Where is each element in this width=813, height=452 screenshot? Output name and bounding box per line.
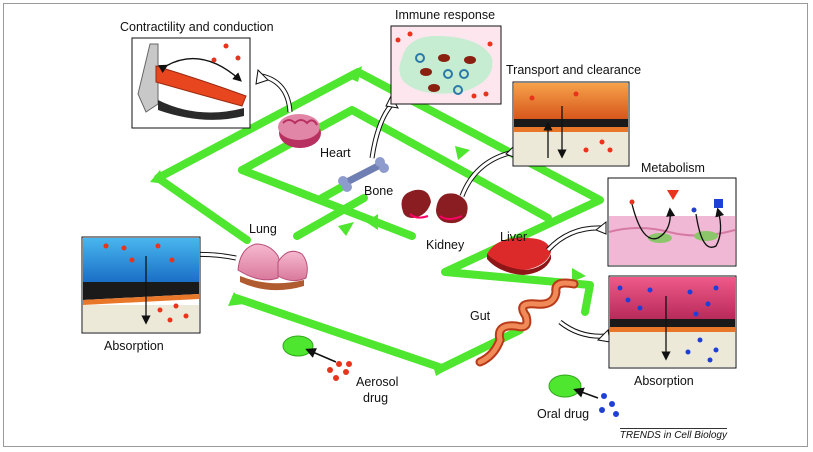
channel-outer-loop — [154, 68, 604, 316]
label-lung: Lung — [249, 222, 277, 236]
microfluidic-channels — [154, 68, 604, 372]
inset-gut-absorption — [608, 275, 737, 369]
figure-border — [3, 3, 808, 447]
channel-middle-cross — [238, 166, 416, 240]
label-metabolism: Metabolism — [641, 161, 705, 175]
flow-arrow-7 — [228, 292, 244, 306]
channel-left-link — [154, 174, 251, 244]
channel-lung-to-bone — [293, 194, 368, 240]
channel-bone-link — [318, 184, 344, 202]
inset-transport — [512, 81, 630, 167]
label-absorption-lung: Absorption — [104, 339, 164, 353]
lung-organ — [237, 243, 308, 291]
label-contractility: Contractility and conduction — [120, 20, 274, 34]
label-immune-response: Immune response — [395, 8, 495, 22]
aerosol-drug-particles — [327, 361, 352, 381]
gut-organ — [475, 278, 579, 367]
label-liver: Liver — [500, 230, 527, 244]
channel-inner-loop — [238, 106, 552, 222]
heart-organ — [278, 114, 321, 148]
inset-lung-absorption — [81, 236, 201, 334]
label-aerosol: Aerosol — [356, 375, 398, 389]
flow-arrow-2 — [150, 170, 166, 184]
inset-immune — [390, 25, 502, 105]
kidney-organ — [401, 189, 468, 224]
label-aerosol-drug: drug — [363, 391, 388, 405]
label-bone: Bone — [364, 184, 393, 198]
source-credit: TRENDS in Cell Biology — [619, 428, 727, 441]
inset-metabolism — [607, 177, 737, 267]
label-transport-clearance: Transport and clearance — [506, 63, 641, 77]
aerosol-inlet-port — [282, 335, 337, 363]
label-heart: Heart — [320, 146, 351, 160]
flow-arrow-8 — [366, 214, 378, 230]
oral-drug-particles — [599, 393, 619, 417]
inset-contractility — [131, 37, 251, 129]
flow-arrow-1 — [344, 66, 362, 82]
liver-organ — [487, 237, 551, 275]
label-absorption-gut: Absorption — [634, 374, 694, 388]
flow-arrow-4 — [338, 222, 354, 236]
label-kidney: Kidney — [426, 238, 465, 252]
bone-organ — [338, 157, 389, 192]
flow-arrows — [150, 66, 586, 376]
label-gut: Gut — [470, 309, 491, 323]
oral-inlet-port — [548, 374, 599, 399]
flow-arrow-3 — [455, 146, 470, 160]
flow-arrow-6 — [432, 362, 450, 376]
label-oral-drug: Oral drug — [537, 407, 589, 421]
flow-arrow-5 — [572, 268, 586, 282]
